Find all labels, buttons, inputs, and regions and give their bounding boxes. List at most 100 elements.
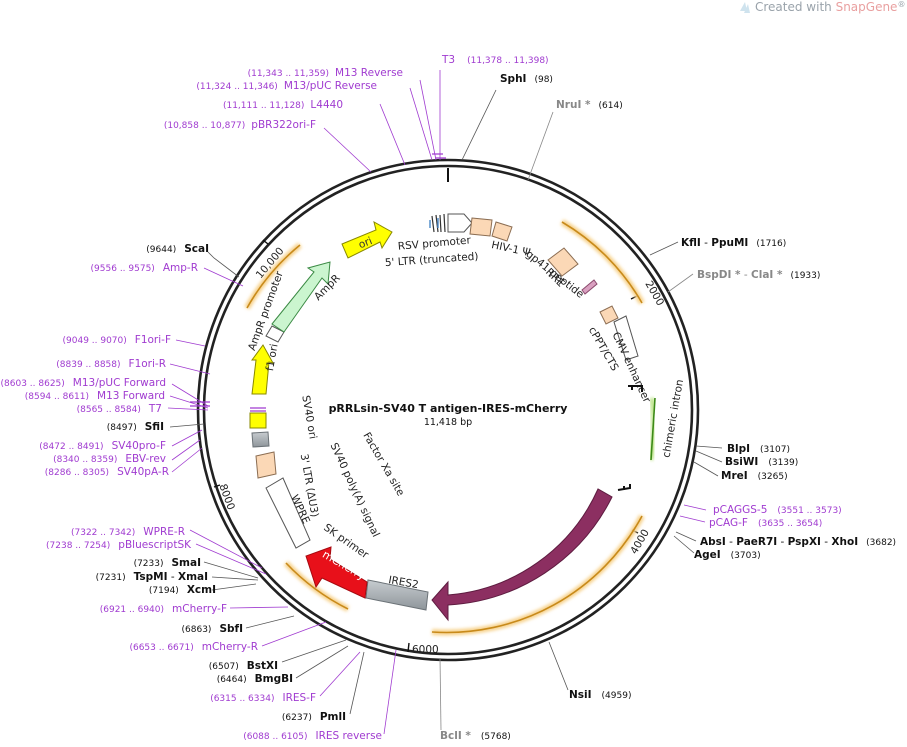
primer-range: (9049 .. 9070) xyxy=(63,336,127,346)
svg-text:AgeI(3703): AgeI(3703) xyxy=(694,549,761,561)
rsv-promoter-arrow xyxy=(447,213,473,233)
enzyme-name: BlpI xyxy=(727,443,750,455)
enzyme-pos: (9644) xyxy=(146,245,176,255)
primer-range: (6653 .. 6671) xyxy=(129,643,193,653)
primer-range: (6921 .. 6940) xyxy=(100,605,164,615)
factor-xa-label: Factor Xa site xyxy=(360,430,406,498)
primer-name: SV40pro-F xyxy=(112,440,166,452)
primer-name: M13 Reverse xyxy=(335,67,403,79)
enzyme-name: KflI xyxy=(681,237,701,249)
mcherry-arrow xyxy=(305,546,368,599)
svg-text:(6464)BmgBI: (6464)BmgBI xyxy=(217,673,293,685)
enzyme-pos: (7194) xyxy=(149,586,179,596)
enzyme-pos: (6507) xyxy=(209,662,239,672)
primer-range: (8340 .. 8359) xyxy=(53,455,117,465)
svg-text:(11,343 .. 11,359)M13 Reverse: (11,343 .. 11,359)M13 Reverse xyxy=(248,67,403,79)
enzyme-pos: (4959) xyxy=(602,691,632,701)
rsv-promoter-label: RSV promoter xyxy=(397,234,472,252)
svg-text:(6088 .. 6105)IRES reverse: (6088 .. 6105)IRES reverse xyxy=(243,730,382,742)
ltr3-feature xyxy=(255,451,277,479)
primer-range: (11,111 .. 11,128) xyxy=(223,101,304,111)
tick-6000: 6000 xyxy=(412,644,439,656)
primer-range: (3551 .. 3573) xyxy=(777,506,841,516)
primer-range: (10,858 .. 10,877) xyxy=(164,121,245,131)
enzyme-name: PmlI xyxy=(320,711,346,723)
primer-range: (11,378 .. 11,398) xyxy=(467,56,548,66)
enzyme-name: TspMI xyxy=(134,571,168,583)
cmv-enhancer-feature xyxy=(613,315,639,361)
primer-range: (6315 .. 6334) xyxy=(210,694,274,704)
enzyme-name: BspDI * xyxy=(697,269,741,281)
sv40-polya-feature xyxy=(251,431,270,448)
enzyme-pos: (614) xyxy=(599,101,623,111)
enzyme-pos: (5768) xyxy=(481,732,511,742)
primer-range: (8565 .. 8584) xyxy=(77,405,141,415)
enzyme-pos: (1716) xyxy=(756,239,786,249)
svg-text:(8472 .. 8491)SV40pro-F: (8472 .. 8491)SV40pro-F xyxy=(39,440,166,452)
orf-arcs xyxy=(244,219,657,636)
svg-text:(8497)SfiI: (8497) SfiI xyxy=(107,421,164,433)
primer-name: F1ori-F xyxy=(135,334,171,346)
enzyme-name: NruI * xyxy=(556,99,591,111)
primer-name: IRES-F xyxy=(282,692,316,704)
svg-text:(11,111 .. 11,128)L4440: (11,111 .. 11,128) L4440 xyxy=(223,99,343,111)
top-primer-labels: T3(11,378 .. 11,398) (11,343 .. 11,359)M… xyxy=(164,54,549,131)
chimeric-intron-label: chimeric intron xyxy=(661,378,687,458)
ampr-arrow xyxy=(271,261,331,333)
ltr5-label: 5' LTR (truncated) xyxy=(384,251,478,270)
enzyme-name: SmaI xyxy=(172,557,202,569)
enzyme-name: SfiI xyxy=(145,421,164,433)
enzyme-pos: (3265) xyxy=(758,472,788,482)
svg-text:(9644)ScaI: (9644)ScaI xyxy=(146,243,209,255)
sv40-ori-marks xyxy=(250,407,266,412)
wpre-feature xyxy=(265,477,311,549)
snapgene-watermark: Created with SnapGene® xyxy=(740,0,905,14)
svg-text:pCAGGS-5(3551 .. 3573): pCAGGS-5 (3551 .. 3573) xyxy=(713,504,842,516)
svg-text:(10,858 .. 10,877)pBR322ori-F: (10,858 .. 10,877)pBR322ori-F xyxy=(164,119,316,131)
enzyme-pos: (8497) xyxy=(107,423,137,433)
left-site-labels: (9644)ScaI (9556 .. 9575)Amp-R (9049 .. … xyxy=(1,243,209,478)
hiv-psi-feature xyxy=(469,217,493,237)
svg-text:(8594 .. 8611)M13 Forward: (8594 .. 8611)M13 Forward xyxy=(25,390,165,402)
primer-range: (9556 .. 9575) xyxy=(91,264,155,274)
primer-range: (11,324 .. 11,346) xyxy=(196,82,277,92)
enzyme-name: NsiI xyxy=(569,689,592,701)
primer-name: WPRE-R xyxy=(143,526,185,538)
primer-name: M13/pUC Forward xyxy=(73,377,166,389)
site-leader-lines xyxy=(167,70,723,735)
primer-name: mCherry-F xyxy=(172,603,227,615)
enzyme-name-2: PpuMI xyxy=(711,237,748,249)
primer-name: pCAGGS-5 xyxy=(713,504,767,516)
svg-text:BclI *(5768): BclI *(5768) xyxy=(440,730,511,742)
plasmid-size: 11,418 bp xyxy=(424,417,472,428)
svg-text:(8603 .. 8625)M13/pUC Forward: (8603 .. 8625) M13/pUC Forward xyxy=(1,377,166,389)
enzyme-name: SbfI xyxy=(219,623,243,635)
enzyme-name: AbsI xyxy=(700,536,726,548)
right-site-labels: SphI(98) NruI *(614) KflI - PpuMI(1716) … xyxy=(440,73,896,742)
sv40-ori-label: SV40 ori xyxy=(299,394,318,440)
svg-text:(7238 .. 7254)pBluescriptSK: (7238 .. 7254)pBluescriptSK xyxy=(46,539,192,551)
primer-name: pCAG-F xyxy=(709,517,748,529)
primer-name: EBV-rev xyxy=(125,453,166,465)
enzyme-name-2: XmaI xyxy=(178,571,208,583)
enzyme-name: MreI xyxy=(721,470,748,482)
primer-range: (7322 .. 7342) xyxy=(71,528,135,538)
primer-name: M13/pUC Reverse xyxy=(284,80,377,92)
svg-text:(7231)TspMI - XmaI: (7231)TspMI - XmaI xyxy=(96,571,208,583)
watermark-prefix: Created with xyxy=(755,0,836,14)
enzyme-name-2: PaeR7I xyxy=(736,536,777,548)
enzyme-name: BsiWI xyxy=(725,456,758,468)
enzyme-name: AgeI xyxy=(694,549,721,561)
svg-text:pCAG-F(3635 .. 3654): pCAG-F(3635 .. 3654) xyxy=(709,517,822,529)
primer-name: L4440 xyxy=(310,99,343,111)
primer-range: (8603 .. 8625) xyxy=(1,379,65,389)
svg-text:(9049 .. 9070)F1ori-F: (9049 .. 9070) F1ori-F xyxy=(63,334,172,346)
primer-range: (8594 .. 8611) xyxy=(25,392,89,402)
enzyme-name: BmgBI xyxy=(255,673,293,685)
enzyme-name: BstXI xyxy=(247,660,278,672)
primer-name: IRES reverse xyxy=(316,730,383,742)
enzyme-name-3: PspXI xyxy=(788,536,821,548)
primer-name: pBluescriptSK xyxy=(118,539,192,551)
